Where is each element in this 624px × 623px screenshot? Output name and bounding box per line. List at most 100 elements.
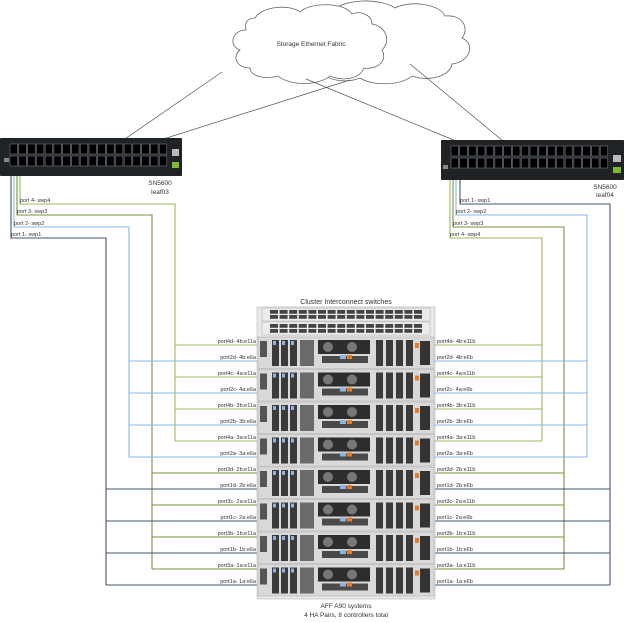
uplink-leaf04-a [305, 78, 457, 142]
uplink-leaf03-a [121, 71, 223, 142]
leaf04-port-grid [450, 145, 609, 169]
cluster-interconnect-switch [261, 321, 431, 336]
leaf04-model: SN5600 [593, 184, 617, 191]
cluster-switch-port [366, 324, 374, 328]
cluster-switch-port [385, 329, 394, 333]
fabric-uplinks [121, 63, 504, 142]
cloud-label: Storage Ethernet Fabric [276, 41, 346, 48]
cluster-switch-port [327, 329, 336, 333]
cluster-switch-port [270, 310, 278, 314]
switch-port [538, 145, 547, 157]
switch-port [485, 157, 494, 169]
cluster-switch-port [356, 324, 365, 328]
controller-chassis [257, 336, 435, 369]
switch-port [158, 155, 168, 167]
switch-port [591, 145, 600, 157]
controller-port-label: port4d- 4b:e11a [218, 339, 257, 345]
systems-title: AFF A90 systems [321, 603, 373, 610]
cluster-switch-port [375, 329, 384, 333]
controller-port-label: port2a- 3a:e6a [220, 451, 257, 457]
leaf03-name: leaf03 [151, 189, 169, 196]
cluster-switch-port [318, 324, 326, 328]
switch-port [520, 145, 530, 157]
switch-port [97, 143, 106, 155]
cluster-switch-port [394, 324, 403, 328]
switch-port [115, 155, 124, 167]
controller-port-label: port4a- 3a:e11b [437, 435, 475, 441]
switch-port [106, 155, 115, 167]
switch-port [520, 157, 530, 169]
cluster-switch-port [414, 315, 422, 319]
cluster-switch-port [279, 324, 288, 328]
controller-left-port-labels: port4d- 4b:e11a port2d- 4b:e6a port4c- 4a:… [218, 339, 257, 585]
cluster-switch-port [356, 329, 365, 333]
storage-rack [256, 306, 436, 600]
cluster-switch-port [366, 315, 374, 319]
cluster-switch-port [270, 329, 278, 333]
switch-leaf04: SN5600 leaf04 [441, 140, 624, 199]
cluster-switch-port [298, 329, 307, 333]
controller-chassis [257, 434, 435, 467]
switch-port [106, 143, 115, 155]
controller-port-label: port2b- 3b:e6b [437, 419, 473, 425]
cables [10, 175, 611, 586]
cluster-switch-port [356, 310, 365, 314]
switch-port [88, 143, 97, 155]
switch-port [9, 155, 18, 167]
switch-port [62, 155, 71, 167]
cable-leaf04-swp2 [455, 180, 588, 457]
cluster-switch-port [270, 315, 278, 319]
switch-port [529, 157, 538, 169]
switch-port [582, 157, 591, 169]
cluster-switch-port [318, 329, 326, 333]
cluster-switch-port [375, 310, 384, 314]
leaf04-port-labels: port 1- swp1 port 2- swp2 port 3- swp3 p… [450, 198, 490, 238]
switch-port [79, 155, 89, 167]
switch-port [494, 157, 503, 169]
cluster-switch-port [279, 315, 288, 319]
switch-port [158, 143, 168, 155]
switch-port [150, 143, 159, 155]
switch-port [529, 145, 538, 157]
cluster-switch-port [337, 324, 346, 328]
switch-port [547, 145, 556, 157]
controller-port-label: port2d- 4b:e6a [220, 355, 257, 361]
cluster-switch-port [298, 310, 307, 314]
cluster-switch-port [414, 310, 422, 314]
switch-port [27, 143, 36, 155]
switch-port [36, 155, 45, 167]
cluster-switch-port [279, 329, 288, 333]
controller-port-label: port4b- 3b:e11a [218, 403, 257, 409]
cluster-switch-port [414, 324, 422, 328]
cluster-switch-port [404, 315, 413, 319]
controller-chassis [257, 499, 435, 532]
cluster-switch-port [337, 310, 346, 314]
switch-port [547, 157, 556, 169]
switch-port [123, 155, 132, 167]
switch-port [150, 155, 159, 167]
controller-port-label: port3d- 2b:e11a [218, 467, 257, 473]
cluster-switch-port [404, 324, 413, 328]
leaf03-port-label: port 4- swp4 [20, 198, 50, 204]
switch-port [477, 145, 486, 157]
leaf03-port-label: port 2- swp2 [14, 221, 44, 227]
cluster-switch-port [346, 329, 355, 333]
controller-port-label: port3a- 1a:e11a [218, 563, 257, 569]
cluster-switch-port [308, 329, 317, 333]
controller-port-label: port1a- 1a:e6b [437, 579, 473, 585]
cluster-switch-port [346, 315, 355, 319]
cluster-switch-port [356, 315, 365, 319]
cluster-switch-port [327, 310, 336, 314]
leaf03-port-label: port 3- swp3 [17, 209, 47, 215]
switch-port [36, 143, 45, 155]
switch-port [468, 145, 477, 157]
switch-port [556, 145, 565, 157]
controller-port-label: port2c- 4a:e6b [437, 387, 472, 393]
controller-port-label: port4c- 4a:e11a [218, 371, 257, 377]
switch-port [132, 155, 141, 167]
switch-port [450, 157, 459, 169]
cluster-switch-port [289, 315, 298, 319]
cluster-switch-port [375, 324, 384, 328]
uplink-leaf04-b [409, 63, 504, 142]
